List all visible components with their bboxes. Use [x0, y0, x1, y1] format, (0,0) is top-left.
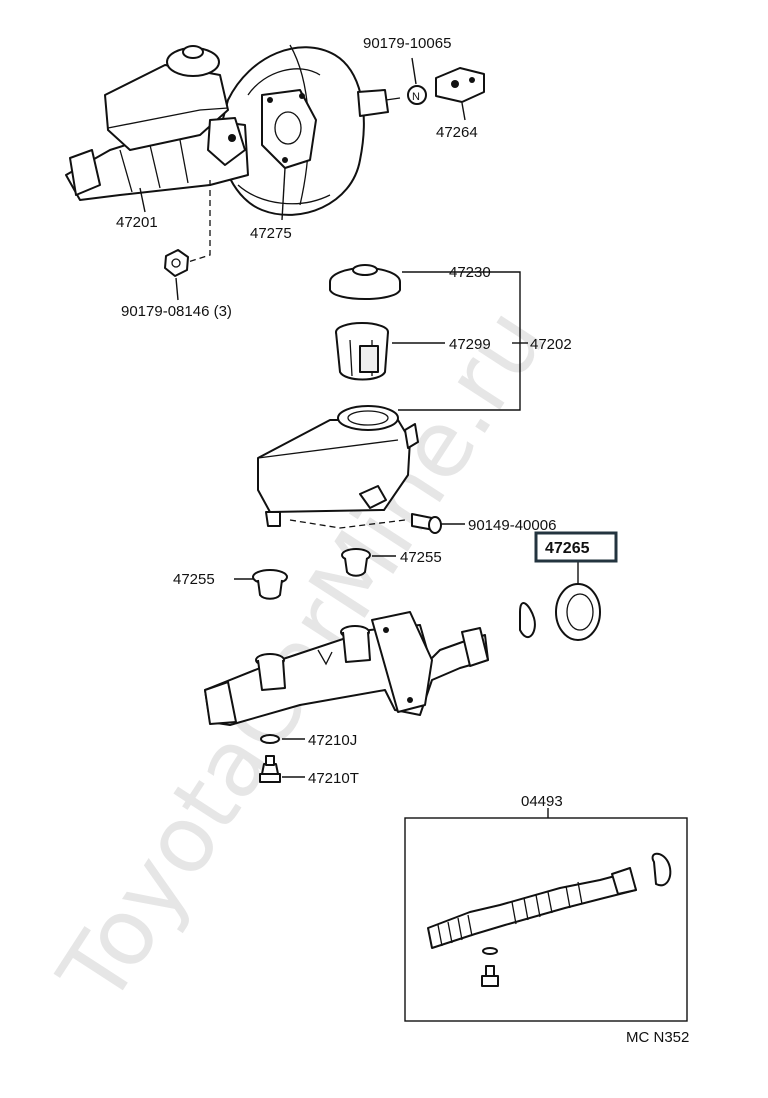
booster-assembly-illustration: [65, 44, 401, 277]
label-47210T: 47210T: [308, 770, 359, 787]
label-47255-right: 47255: [400, 549, 442, 566]
highlight-box-47265: [534, 531, 618, 563]
label-47265: 47265: [545, 540, 590, 557]
cylinder-seal-illustration: [519, 583, 601, 641]
label-90149-40006: 90149-40006: [468, 517, 556, 534]
label-47299: 47299: [449, 336, 491, 353]
clevis-nut-illustration: N: [407, 57, 485, 121]
reservoir-group-illustration: [257, 264, 442, 534]
label-04493: 04493: [521, 793, 563, 810]
label-47255-left: 47255: [173, 571, 215, 588]
repair-kit-box: [404, 817, 688, 1022]
label-47210J: 47210J: [308, 732, 357, 749]
nut-marker-text: N: [412, 91, 420, 103]
label-47275: 47275: [250, 225, 292, 242]
label-47264: 47264: [436, 124, 478, 141]
stop-screw-illustration: [259, 734, 281, 783]
label-90179-10065: 90179-10065: [363, 35, 451, 52]
diagram-code: MC N352: [626, 1029, 689, 1046]
master-cylinder-body-illustration: [204, 611, 489, 726]
label-47202: 47202: [530, 336, 572, 353]
label-47230: 47230: [449, 264, 491, 281]
label-90179-08146: 90179-08146 (3): [121, 303, 232, 320]
grommets-illustration: [252, 548, 371, 600]
label-47201: 47201: [116, 214, 158, 231]
repair-kit-parts-illustration: [427, 852, 672, 987]
